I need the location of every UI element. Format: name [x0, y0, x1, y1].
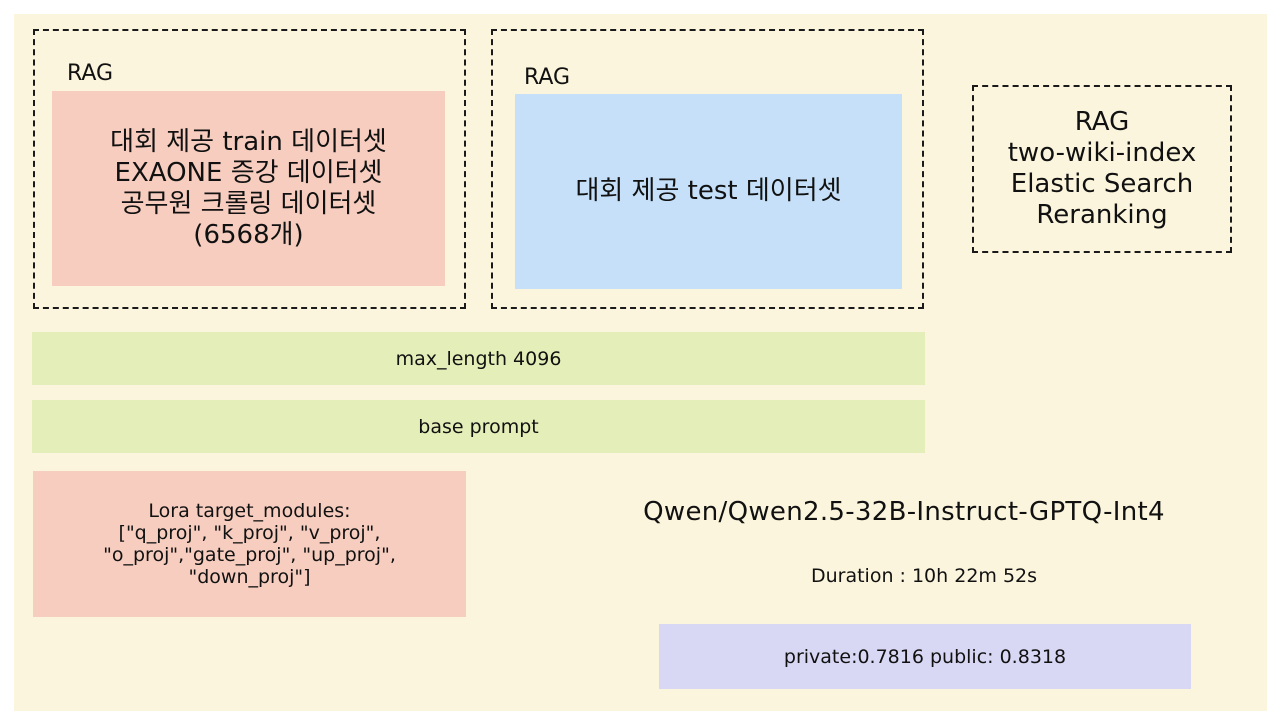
- rag-index-line-3: Elastic Search: [1010, 169, 1194, 199]
- lora-line-4: "down_proj"]: [188, 566, 311, 588]
- train-rag-group: RAG 대회 제공 train 데이터셋 EXAONE 증강 데이터셋 공무원 …: [33, 29, 466, 309]
- base-prompt-text: base prompt: [418, 415, 539, 438]
- test-rag-group: RAG 대회 제공 test 데이터셋: [491, 29, 924, 309]
- model-name-text: Qwen/Qwen2.5-32B-Instruct-GPTQ-Int4: [643, 497, 1165, 527]
- diagram-canvas: RAG 대회 제공 train 데이터셋 EXAONE 증강 데이터셋 공무원 …: [14, 14, 1267, 711]
- max-length-text: max_length 4096: [395, 347, 562, 370]
- rag-index-lines: RAG two-wiki-index Elastic Search Rerank…: [1008, 107, 1197, 231]
- train-rag-label: RAG: [67, 61, 114, 86]
- base-prompt-bar: base prompt: [32, 400, 925, 453]
- rag-index-group: RAG two-wiki-index Elastic Search Rerank…: [972, 85, 1232, 253]
- model-name: Qwen/Qwen2.5-32B-Instruct-GPTQ-Int4: [604, 492, 1204, 532]
- score-text: private:0.7816 public: 0.8318: [783, 645, 1067, 668]
- train-line-2: EXAONE 증강 데이터셋: [114, 157, 383, 188]
- rag-index-line-1: RAG: [1074, 107, 1130, 137]
- lora-line-3: "o_proj","gate_proj", "up_proj",: [103, 544, 396, 566]
- rag-index-line-4: Reranking: [1036, 200, 1168, 230]
- train-dataset-lines: 대회 제공 train 데이터셋 EXAONE 증강 데이터셋 공무원 크롤링 …: [110, 127, 387, 251]
- test-rag-label: RAG: [524, 65, 571, 90]
- train-line-3: 공무원 크롤링 데이터셋: [120, 188, 377, 219]
- train-dataset-box: 대회 제공 train 데이터셋 EXAONE 증강 데이터셋 공무원 크롤링 …: [52, 91, 445, 286]
- lora-line-2: ["q_proj", "k_proj", "v_proj",: [118, 522, 381, 544]
- train-line-1: 대회 제공 train 데이터셋: [110, 126, 387, 157]
- duration: Duration : 10h 22m 52s: [714, 562, 1134, 590]
- train-line-4: (6568개): [193, 219, 304, 250]
- test-dataset-box: 대회 제공 test 데이터셋: [515, 94, 902, 289]
- max-length-bar: max_length 4096: [32, 332, 925, 385]
- duration-text: Duration : 10h 22m 52s: [810, 565, 1038, 587]
- lora-box: Lora target_modules: ["q_proj", "k_proj"…: [33, 471, 466, 617]
- lora-line-1: Lora target_modules:: [148, 500, 351, 522]
- score-box: private:0.7816 public: 0.8318: [659, 624, 1191, 689]
- lora-lines: Lora target_modules: ["q_proj", "k_proj"…: [103, 500, 396, 588]
- rag-index-line-2: two-wiki-index: [1007, 138, 1197, 168]
- test-dataset-text: 대회 제공 test 데이터셋: [575, 176, 842, 206]
